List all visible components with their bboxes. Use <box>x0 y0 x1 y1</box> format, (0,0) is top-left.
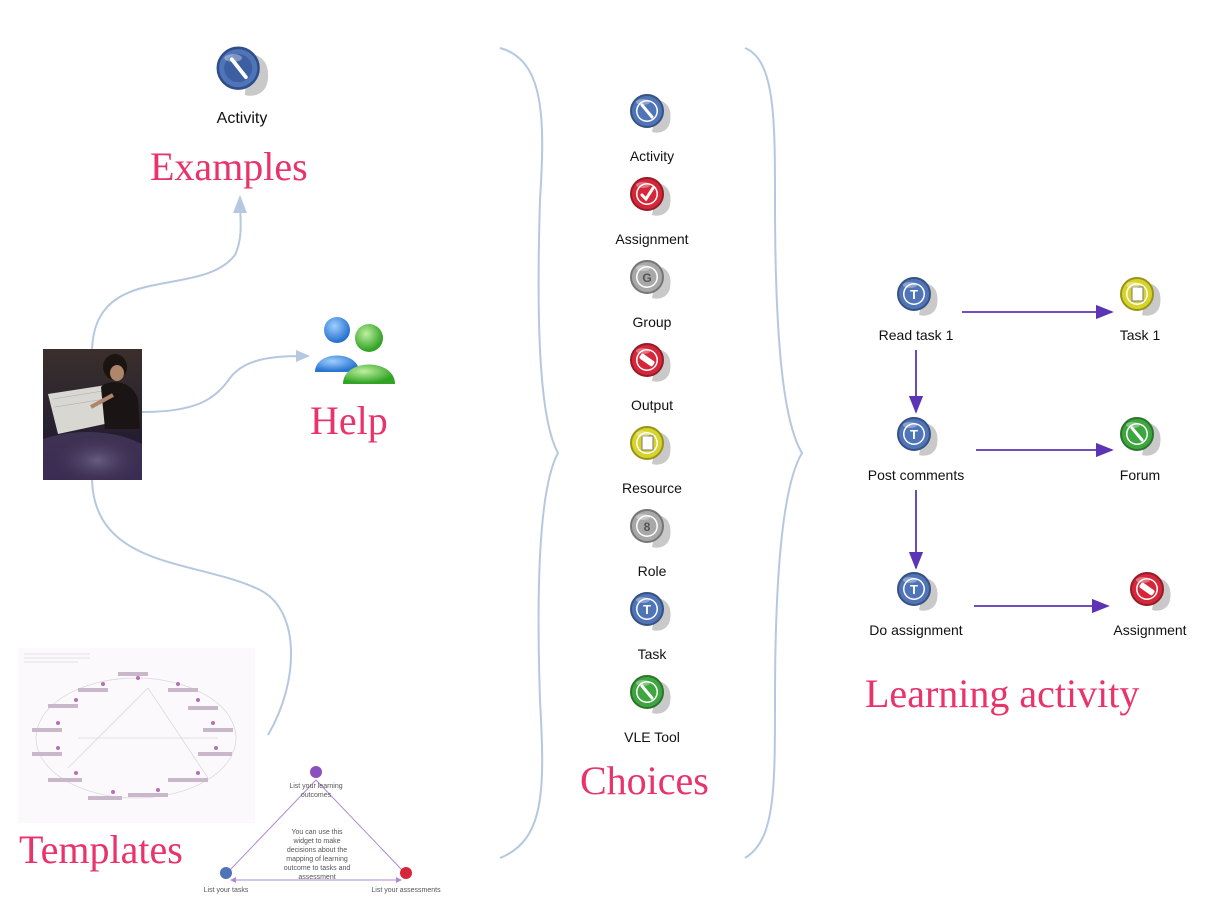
la-read-task-label: Read task 1 <box>878 327 954 343</box>
choice-item-output: Output <box>590 341 714 421</box>
la-forum-label: Forum <box>1119 467 1161 483</box>
la-do-assignment-label: Do assignment <box>869 622 963 638</box>
template-triangle-widget: List your learning outcomes You can use … <box>196 760 446 900</box>
la-post-comments-icon: T <box>895 415 939 459</box>
curve-to-help <box>141 355 303 413</box>
choice-label: Group <box>632 314 672 330</box>
curve-to-examples <box>91 204 242 351</box>
choice-label: Resource <box>622 480 682 496</box>
examples-activity-icon <box>214 44 270 100</box>
triangle-top-label: List your learning outcomes <box>289 783 343 799</box>
task-node-icon <box>220 867 232 879</box>
output-icon <box>628 341 672 385</box>
outcome-node-icon <box>310 766 322 778</box>
template-cycle-thumbnail <box>18 648 255 823</box>
choice-label: VLE Tool <box>624 729 680 745</box>
person-photo <box>43 349 142 480</box>
resource-icon <box>628 424 672 468</box>
la-post-comments-label: Post comments <box>867 467 965 483</box>
task-icon: T <box>628 590 672 634</box>
group-icon: G <box>628 258 672 302</box>
svg-text:T: T <box>643 602 651 617</box>
right-brace <box>744 47 804 859</box>
la-assignment-icon <box>1128 570 1172 614</box>
examples-activity-label: Activity <box>216 110 268 127</box>
arrow-to-help <box>296 350 310 362</box>
la-do-assignment-icon: T <box>895 570 939 614</box>
left-brace <box>499 47 560 859</box>
la-assignment-label: Assignment <box>1113 622 1187 638</box>
svg-text:T: T <box>910 427 918 442</box>
assignment-icon <box>628 175 672 219</box>
choice-label: Role <box>637 563 667 579</box>
la-forum-icon <box>1118 415 1162 459</box>
choices-title: Choices <box>580 758 709 803</box>
la-task1-icon <box>1118 275 1162 319</box>
la-task1-label: Task 1 <box>1119 327 1161 343</box>
svg-text:T: T <box>910 287 918 302</box>
choice-item-assignment: Assignment <box>590 175 714 255</box>
triangle-right-label: List your assessments <box>371 887 441 894</box>
learning-activity-title: Learning activity <box>865 671 1140 716</box>
vle-tool-icon <box>628 673 672 717</box>
arrow-to-examples <box>233 195 247 213</box>
la-read-task-icon: T <box>895 275 939 319</box>
help-title: Help <box>310 398 388 443</box>
choice-label: Task <box>637 646 667 662</box>
activity-icon <box>628 92 672 136</box>
triangle-center-text: You can use this widget to make decision… <box>283 829 351 881</box>
svg-text:8: 8 <box>644 520 651 534</box>
choice-item-vle-tool: VLE Tool <box>590 673 714 753</box>
triangle-left-label: List your tasks <box>203 887 249 894</box>
examples-title: Examples <box>150 144 308 189</box>
choice-item-resource: Resource <box>590 424 714 504</box>
choice-label: Activity <box>629 148 675 164</box>
choice-item-task: T Task <box>590 590 714 670</box>
choice-item-group: G Group <box>590 258 714 338</box>
curve-to-templates <box>91 479 292 736</box>
templates-title: Templates <box>19 827 183 872</box>
svg-text:T: T <box>910 582 918 597</box>
svg-text:G: G <box>642 271 651 285</box>
choice-label: Assignment <box>615 231 689 247</box>
assessment-node-icon <box>400 867 412 879</box>
role-icon: 8 <box>628 507 672 551</box>
choice-label: Output <box>630 397 674 413</box>
choice-item-activity: Activity <box>590 92 714 172</box>
help-users-icon <box>313 314 397 386</box>
